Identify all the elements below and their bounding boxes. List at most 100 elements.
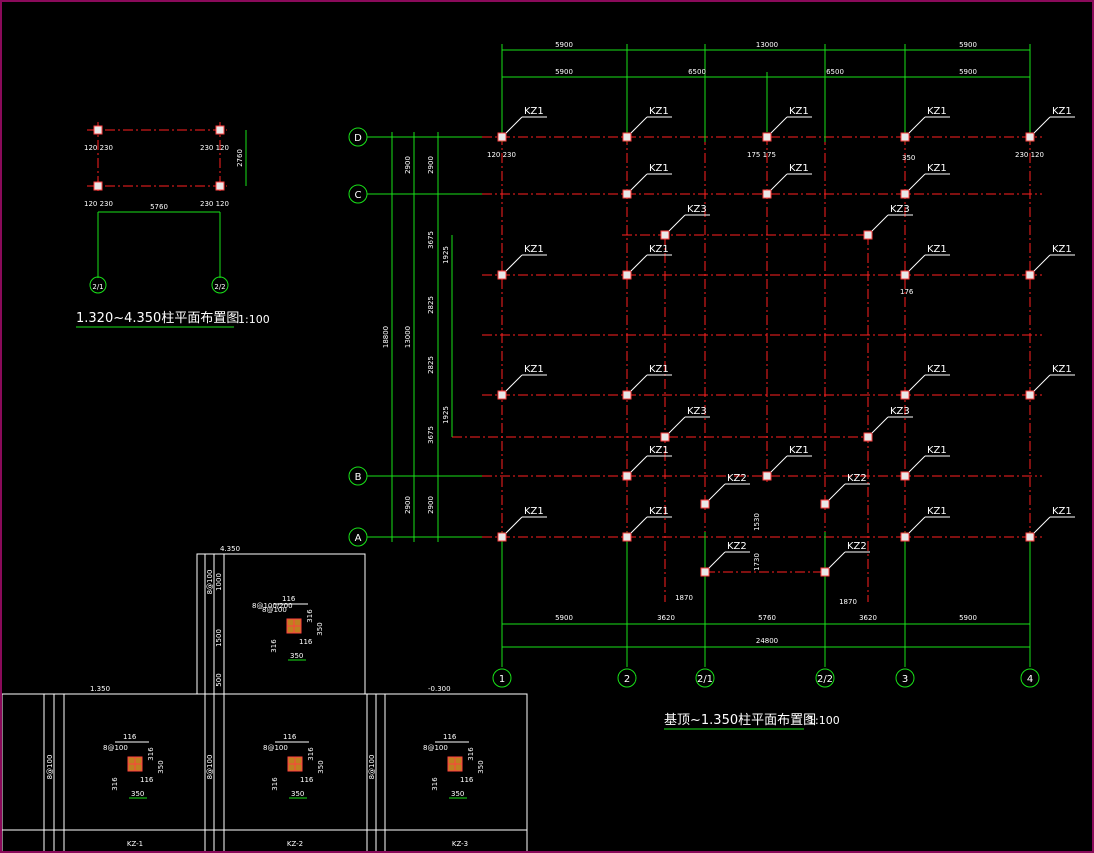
column-label: KZ3: [890, 406, 910, 417]
column-leader: [1033, 516, 1051, 534]
section-dim: 8@100/200: [252, 602, 293, 610]
elev-level: -0.300: [428, 685, 451, 693]
section-dim: 8@100: [263, 744, 288, 752]
column-label: KZ1: [927, 506, 947, 517]
column-kz1: [1025, 270, 1035, 280]
bottom-dim-1: 5760: [758, 614, 776, 622]
column-label: KZ1: [789, 163, 809, 174]
column-kz3: [863, 432, 873, 442]
section-dim: 116: [283, 733, 297, 741]
top-dim-2: 6500: [688, 68, 706, 76]
top-dim-2: 6500: [826, 68, 844, 76]
left-dim-inner: 1925: [442, 246, 450, 264]
column-leader: [770, 116, 788, 134]
top-dim-2: 5900: [959, 68, 977, 76]
section-dim: 316: [431, 777, 439, 791]
column-leader: [668, 416, 686, 434]
column-leader: [708, 483, 726, 501]
elev-level: 4.350: [220, 545, 240, 553]
top-dim-2: 5900: [555, 68, 573, 76]
column-kz1: [497, 270, 507, 280]
column-leader: [630, 516, 648, 534]
section-label: KZ-1: [127, 840, 143, 848]
elev-height: 8@100: [46, 755, 54, 780]
column-kz1: [762, 471, 772, 481]
elev-height: 8@100: [206, 755, 214, 780]
top-dim-1: 5900: [555, 41, 573, 49]
column-kz1: [622, 270, 632, 280]
column-label: KZ1: [524, 364, 544, 375]
col-offset-text: 175 175: [747, 151, 776, 159]
column-kz1: [622, 189, 632, 199]
section-dim: 350: [451, 790, 464, 798]
column-label: KZ1: [927, 244, 947, 255]
column-label: KZ3: [890, 204, 910, 215]
elev-frame-top: [196, 553, 366, 695]
col-offset-text: 350: [902, 154, 915, 162]
column-leader: [630, 455, 648, 473]
section-dim: 116: [140, 776, 154, 784]
column-leader: [1033, 254, 1051, 272]
column-leader: [505, 374, 523, 392]
elev-height: 500: [215, 673, 223, 686]
column-label: KZ1: [789, 445, 809, 456]
column-label: KZ2: [847, 473, 867, 484]
elev-frame: [2, 693, 528, 851]
section-dim: 350: [131, 790, 144, 798]
misc-dim: 1530: [753, 513, 761, 531]
column-kz1: [622, 390, 632, 400]
column-kz3: [863, 230, 873, 240]
left-dim-inner: 2900: [427, 156, 435, 174]
column-kz3: [660, 230, 670, 240]
axis-bubble-x: [695, 668, 715, 688]
column-label: KZ1: [649, 106, 669, 117]
bottom-dim-total: 24800: [756, 637, 778, 645]
column-leader: [908, 173, 926, 191]
column-label: KZ1: [1052, 106, 1072, 117]
misc-dim: 1730: [753, 553, 761, 571]
column-leader: [505, 516, 523, 534]
column-kz2: [700, 567, 710, 577]
elev-height: 8@100: [206, 570, 214, 595]
column-label: KZ1: [649, 445, 669, 456]
upper-offset: 230 120: [200, 200, 229, 208]
column-kz2: [820, 567, 830, 577]
section-dim: 316: [306, 609, 314, 623]
top-dim-1: 13000: [756, 41, 778, 49]
column-label: KZ1: [927, 445, 947, 456]
column-label: KZ1: [927, 106, 947, 117]
column-label: KZ1: [649, 244, 669, 255]
column-kz2: [700, 499, 710, 509]
axis-label-x: 2: [624, 674, 630, 685]
left-dim-inner: 2825: [427, 356, 435, 374]
axis-bubble-x: [617, 668, 637, 688]
elev-height: 1000: [215, 573, 223, 591]
bottom-dim-1: 5900: [555, 614, 573, 622]
section-dim: 316: [147, 747, 155, 761]
upper-column: [93, 181, 103, 191]
left-dim-inner: 3675: [427, 426, 435, 444]
section-dim: 316: [270, 639, 278, 653]
section-dim: 350: [290, 652, 303, 660]
upper-column: [215, 125, 225, 135]
axis-label-y: A: [355, 533, 362, 544]
section-dim: 350: [477, 760, 485, 773]
section-dim: 116: [300, 776, 314, 784]
column-kz1: [622, 532, 632, 542]
section-dim: 116: [443, 733, 457, 741]
section-dim: 316: [307, 747, 315, 761]
column-leader: [630, 254, 648, 272]
section-dim: 316: [111, 777, 119, 791]
axis-label-y: B: [355, 472, 362, 483]
column-leader: [908, 374, 926, 392]
upper-dim-width: 5760: [150, 203, 168, 211]
column-kz2: [820, 499, 830, 509]
elev-height: 8@100: [368, 755, 376, 780]
column-label: KZ1: [789, 106, 809, 117]
section-dim: 350: [317, 760, 325, 773]
column-leader: [828, 551, 846, 569]
column-kz1: [497, 532, 507, 542]
section-dim: 116: [460, 776, 474, 784]
column-label: KZ1: [1052, 364, 1072, 375]
